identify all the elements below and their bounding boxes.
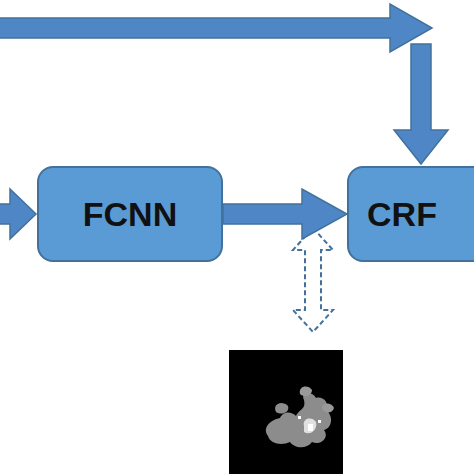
process-box: FCNN [37,166,223,262]
input-arrow [0,189,36,239]
skip-arrow [0,4,432,52]
dashed-double-arrow [293,228,333,332]
box-label: CRF [367,195,437,234]
box-label: FCNN [83,195,177,234]
flow-arrow-shape [223,189,347,239]
flow-arrow [223,189,347,239]
segmentation-image [229,350,343,474]
skip-arrow-down [394,44,448,164]
process-box: CRF [347,166,474,262]
